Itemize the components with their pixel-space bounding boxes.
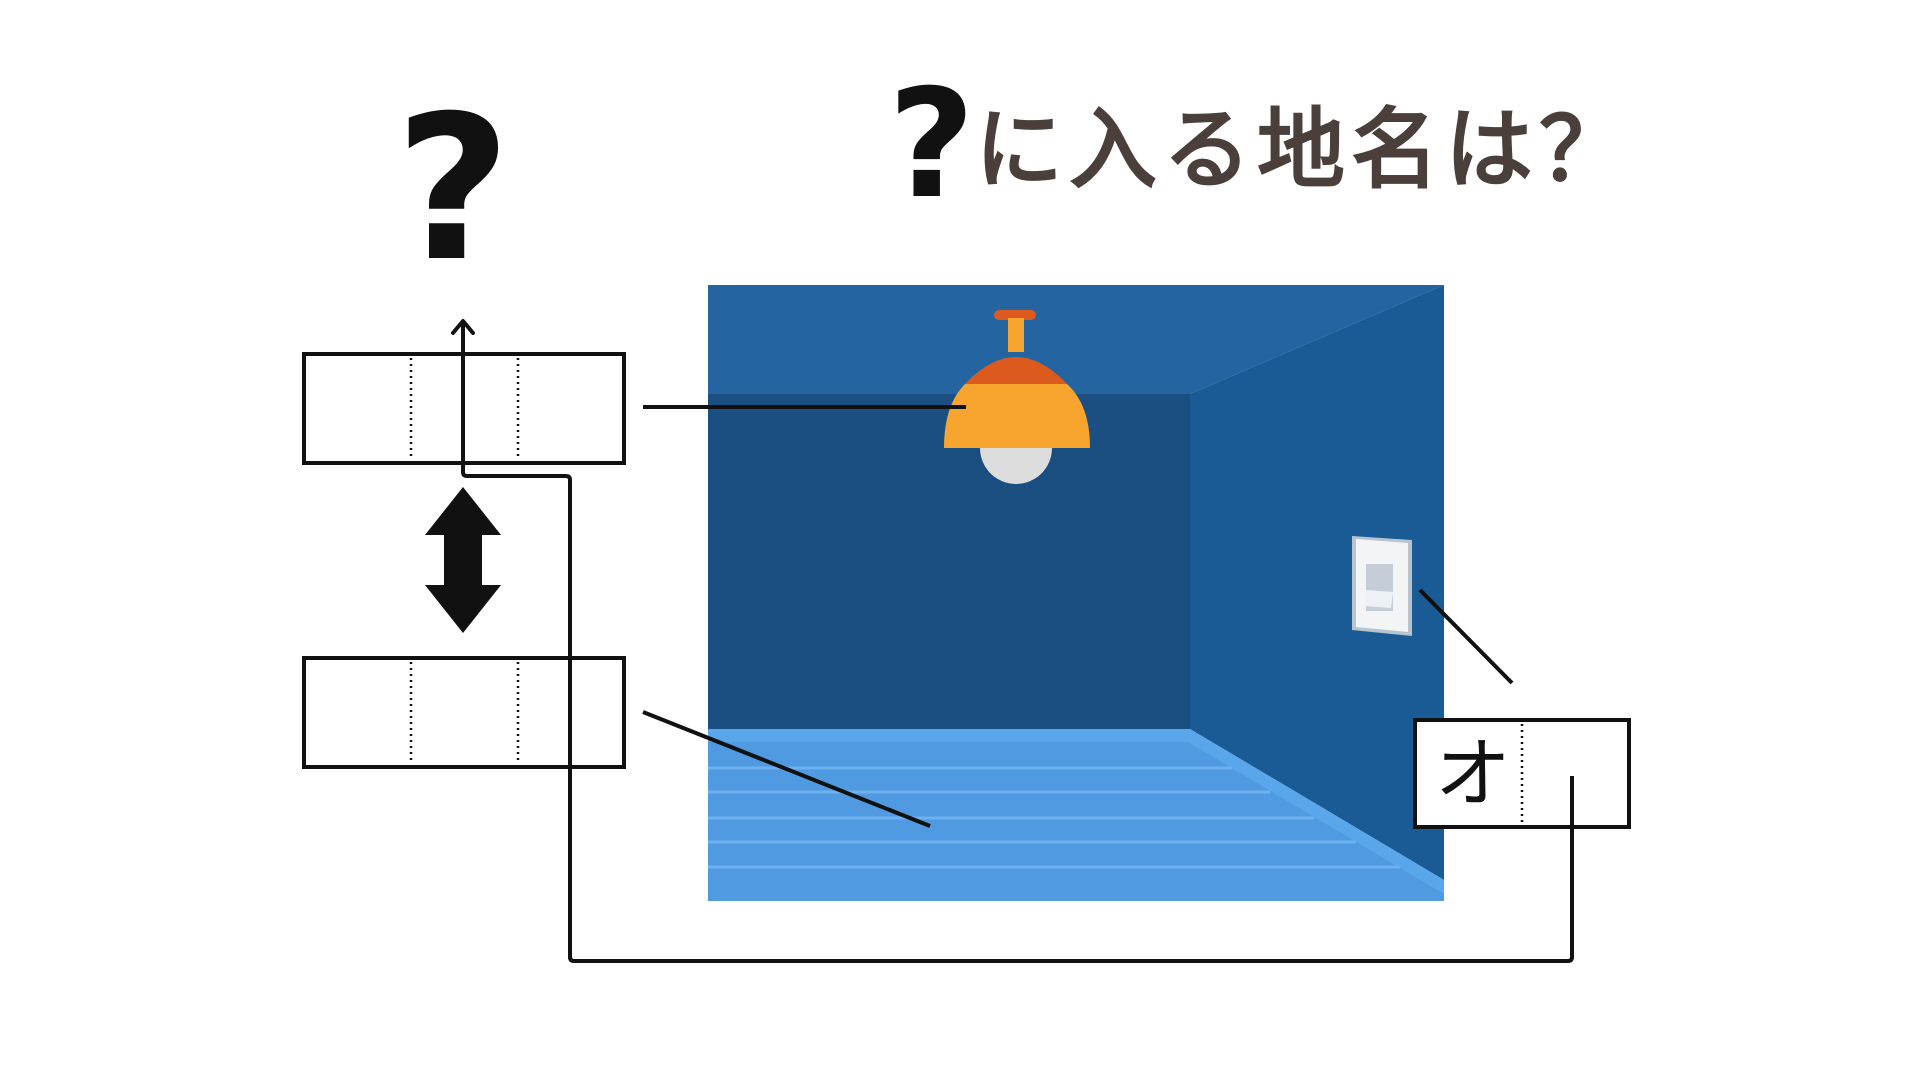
room-illustration — [708, 285, 1444, 901]
room-ceiling — [708, 285, 1444, 394]
wall-switch-icon — [1352, 536, 1412, 636]
ceiling-lamp-icon — [944, 310, 1090, 484]
room-back-wall — [708, 394, 1190, 729]
connector-path — [461, 322, 1574, 963]
pointer-line-floor — [642, 710, 931, 828]
room-side-wall — [1190, 285, 1444, 880]
answer-box-lower — [302, 656, 626, 769]
connector-arrowhead — [451, 319, 475, 335]
pointer-line-switch — [1418, 588, 1514, 685]
answer-box-switch — [1413, 718, 1631, 829]
double-arrow-icon — [425, 487, 501, 633]
floor-planks — [708, 766, 1400, 869]
